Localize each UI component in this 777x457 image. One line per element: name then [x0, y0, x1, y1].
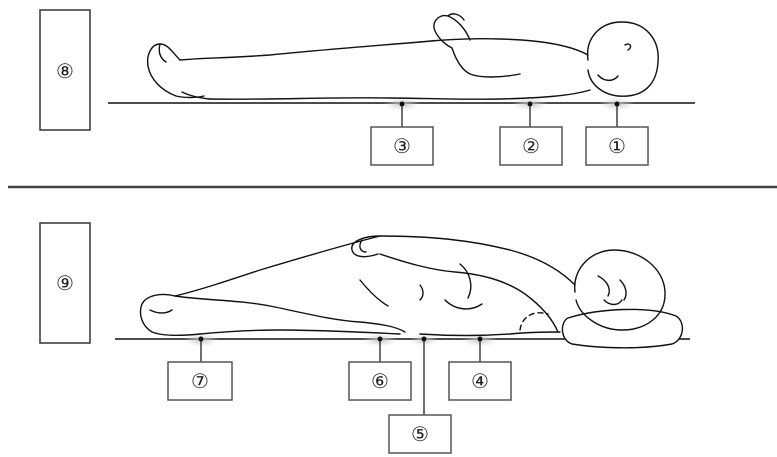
- point-2: [528, 102, 533, 107]
- point-7: [199, 337, 204, 342]
- tag-9-label: ⑨: [56, 271, 74, 295]
- point-4: [478, 337, 483, 342]
- panel-lateral: ⑨: [40, 223, 690, 453]
- callout-6-label: ⑥: [371, 369, 389, 393]
- tag-8-label: ⑧: [56, 59, 74, 83]
- callout-2: ②: [500, 127, 562, 165]
- callout-7: ⑦: [168, 362, 232, 400]
- tag-box-8: ⑧: [40, 10, 90, 130]
- point-3: [400, 102, 405, 107]
- callout-6: ⑥: [349, 362, 411, 400]
- point-6: [378, 337, 383, 342]
- callout-3-label: ③: [393, 134, 411, 158]
- callout-4-label: ④: [471, 369, 489, 393]
- tag-box-9: ⑨: [40, 223, 90, 343]
- panel-supine: ⑧: [40, 10, 695, 165]
- callout-2-label: ②: [522, 134, 540, 158]
- point-1: [615, 102, 620, 107]
- callout-5: ⑤: [389, 415, 451, 453]
- callout-3: ③: [371, 127, 433, 165]
- callout-4: ④: [449, 362, 511, 400]
- callout-1: ①: [586, 127, 648, 165]
- point-5: [422, 337, 427, 342]
- pillow: [562, 309, 682, 347]
- callout-1-label: ①: [608, 134, 626, 158]
- callout-5-label: ⑤: [411, 422, 429, 446]
- supine-figure: [148, 14, 659, 99]
- callout-7-label: ⑦: [191, 369, 209, 393]
